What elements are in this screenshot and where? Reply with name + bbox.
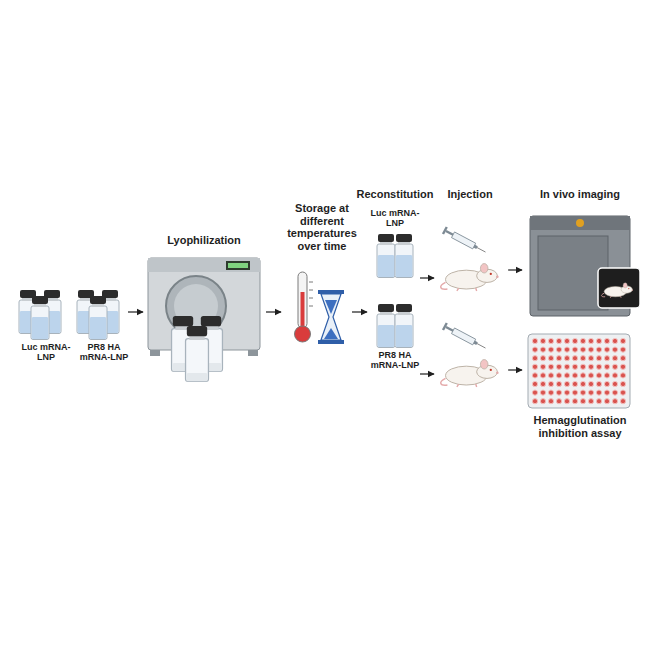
vial [395,234,413,278]
arrows [128,270,522,374]
well-plate [528,334,630,408]
syringe [442,226,487,255]
arrow [420,277,434,278]
step-label: Storage at different temperatures over t… [280,202,364,253]
arrow [508,369,522,370]
vial [395,304,413,348]
mouse [441,264,499,291]
vial [377,304,395,348]
step-label: Luc mRNA-LNP [18,342,74,363]
arrow [420,373,434,374]
imaging-system [530,216,640,316]
step-label: Injection [430,188,510,201]
thermometer [295,272,314,342]
mouse [441,360,499,387]
step-label: PR8 HA mRNA-LNP [76,342,132,363]
vial [89,296,107,340]
step-label: Reconstitution [350,188,440,201]
step-label: In vivo imaging [525,188,635,201]
arrow [352,311,367,312]
step-label: Luc mRNA-LNP [367,208,423,229]
arrow [266,311,281,312]
step-label: Hemagglutination inhibition assay [520,414,640,439]
hourglass [318,290,344,344]
vial [377,234,395,278]
syringe [442,322,487,351]
step-label: PR8 HA mRNA-LNP [367,350,423,371]
vial [186,326,209,381]
vial [31,296,49,340]
arrow [128,311,143,312]
arrow [508,269,522,270]
step-label: Lyophilization [149,234,259,247]
